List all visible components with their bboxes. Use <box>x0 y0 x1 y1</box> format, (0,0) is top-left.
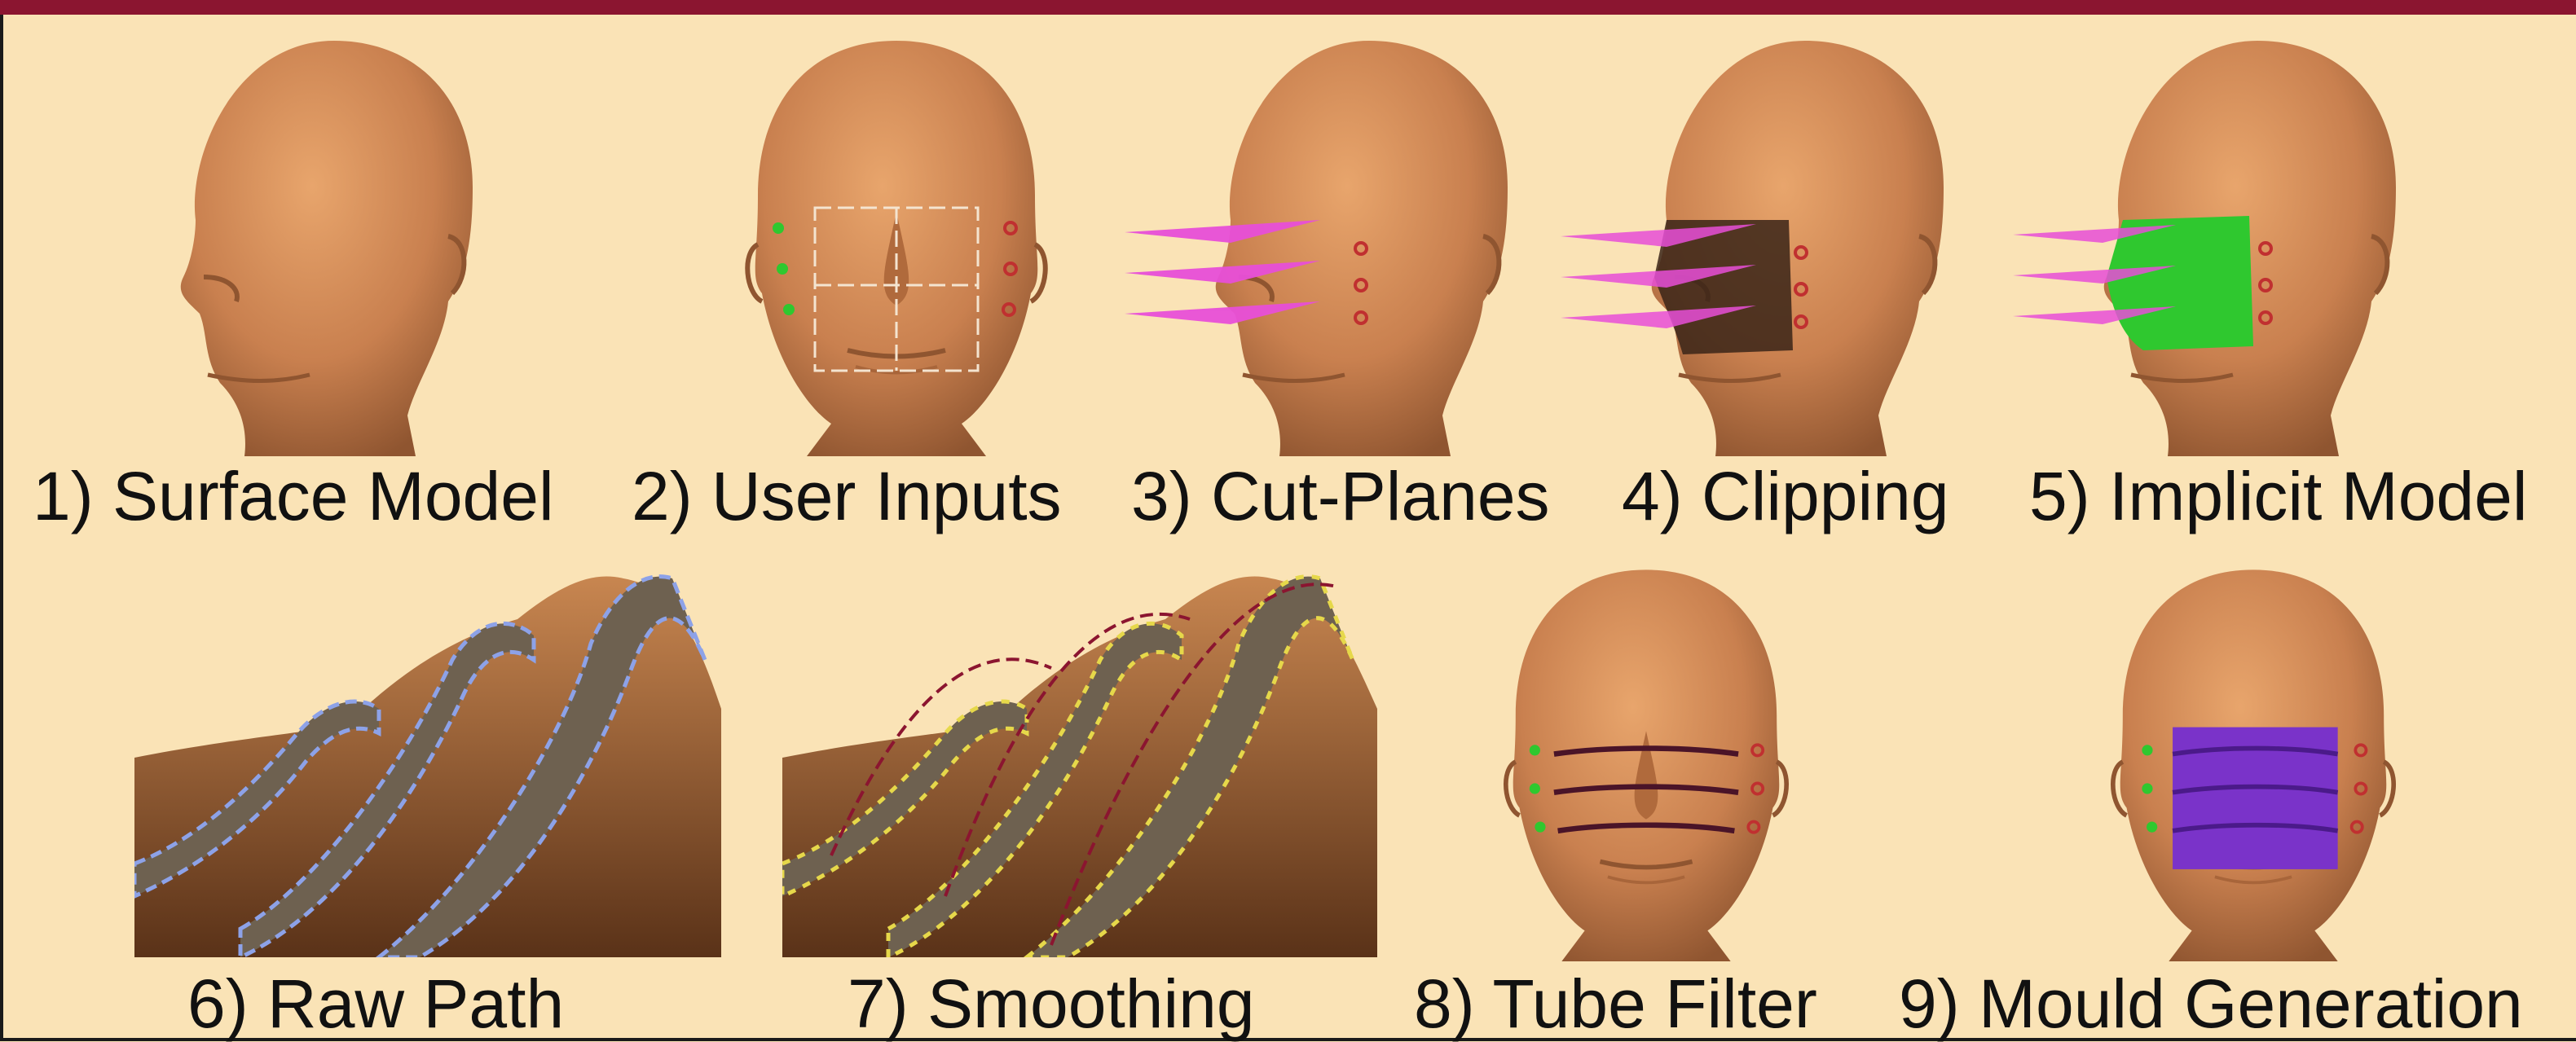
panel-tube-filter <box>1491 562 1801 961</box>
step-label-4: 4) Clipping <box>1622 462 1949 530</box>
step-label-9: 9) Mould Generation <box>1899 969 2523 1038</box>
panel-cut-planes <box>1125 33 1548 456</box>
panel-surface-model <box>163 33 505 456</box>
panel-clipping <box>1561 33 1984 456</box>
panel-mould-generation <box>2098 562 2408 961</box>
step-label-7: 7) Smoothing <box>848 969 1255 1038</box>
panel-raw-path <box>134 570 721 957</box>
head-model-image <box>181 41 473 456</box>
panel-user-inputs <box>725 33 1068 456</box>
step-label-5: 5) Implicit Model <box>2029 462 2528 530</box>
step-label-1: 1) Surface Model <box>33 462 554 530</box>
step-label-2: 2) User Inputs <box>632 462 1062 530</box>
head-model-image <box>1506 569 1786 961</box>
step-label-6: 6) Raw Path <box>187 969 564 1038</box>
step-label-8: 8) Tube Filter <box>1414 969 1817 1038</box>
step-label-3: 3) Cut-Planes <box>1131 462 1550 530</box>
head-model-image <box>1216 41 1508 456</box>
head-model-image <box>747 41 1045 456</box>
panel-implicit-model <box>2013 33 2437 456</box>
top-accent-bar <box>0 0 2576 15</box>
panel-smoothing <box>782 570 1377 957</box>
